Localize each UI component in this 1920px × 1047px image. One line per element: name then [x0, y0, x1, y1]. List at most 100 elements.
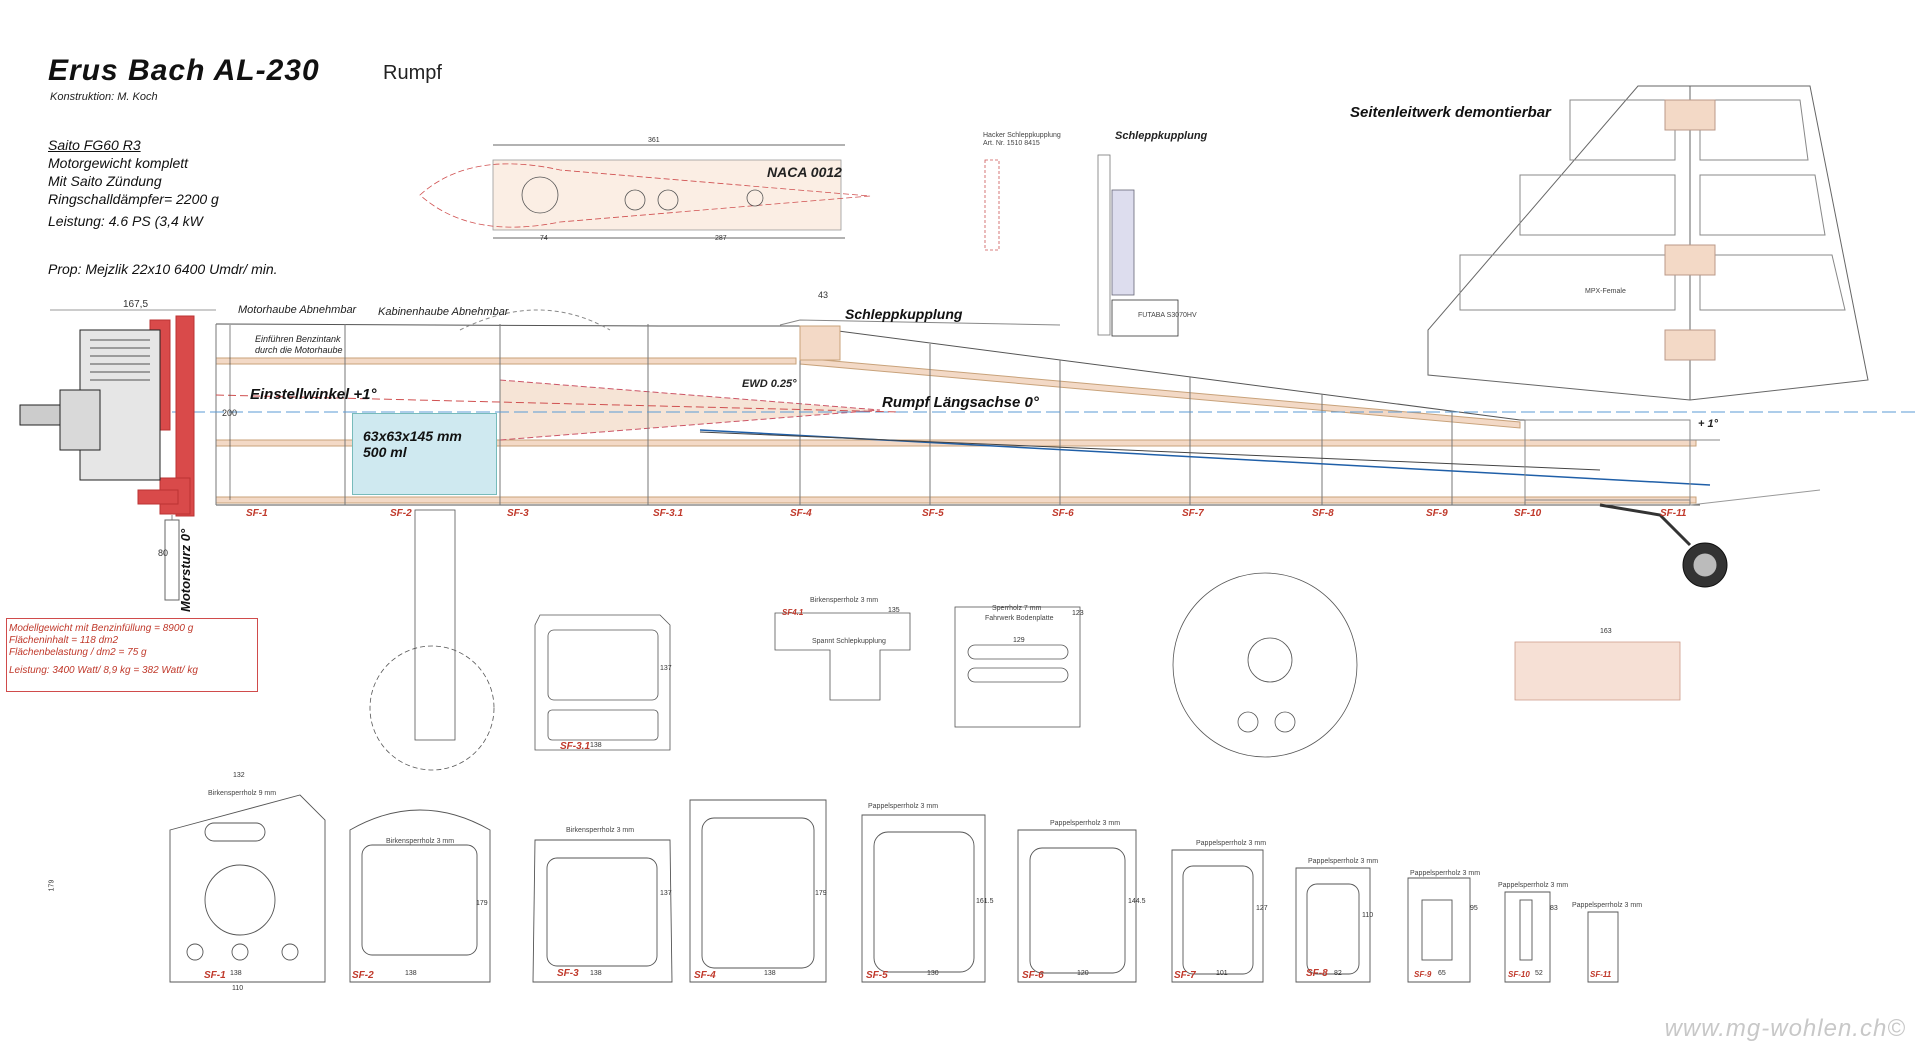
dim-74: 74 — [540, 235, 548, 242]
tail-section — [1524, 419, 1691, 501]
pushrod-2 — [699, 431, 1601, 471]
bottom-formers — [169, 794, 1619, 983]
former-sf5-width: 130 — [927, 970, 939, 977]
former-sf2-height: 179 — [476, 900, 488, 907]
prop-blade-bottom — [164, 519, 180, 601]
cowl-label: Motorhaube Abnehmbar — [238, 304, 357, 316]
naca-label: NACA 0012 — [767, 164, 842, 180]
part-round-former — [1172, 572, 1358, 758]
part-sf31 — [534, 614, 671, 751]
gear-plate-material: Sperrholz 7 mm — [992, 605, 1042, 612]
station-sf6: SF-6 — [1052, 508, 1074, 519]
firewall — [175, 315, 195, 517]
former-sf9-height: 95 — [1470, 905, 1478, 912]
rudder-bottom-line — [1689, 489, 1821, 506]
engine-spec-4: Ringschalldämpfer= 2200 g — [48, 191, 219, 207]
crankcase — [59, 389, 101, 451]
incidence-label: Einstellwinkel +1° — [250, 386, 377, 403]
plus-one-label: + 1° — [1698, 418, 1718, 430]
former-sf3-height: 137 — [660, 890, 672, 897]
prop-hub — [19, 404, 61, 426]
former-sf4-code: SF-4 — [694, 970, 716, 981]
former-sf10 — [1504, 891, 1551, 983]
former-sf10-code: SF-10 — [1508, 970, 1530, 979]
gear-plate-note: Fahrwerk Bodenplatte — [985, 615, 1054, 622]
engine-spec-5: Leistung: 4.6 PS (3,4 kW — [48, 213, 203, 229]
part-gear-plate — [954, 606, 1081, 728]
prop-spec: Prop: Mejzlik 22x10 6400 Umdr/ min. — [48, 261, 278, 277]
station-sf3: SF-3 — [507, 508, 529, 519]
engine-spec-2: Motorgewicht komplett — [48, 155, 189, 171]
fin-fairing — [779, 319, 1061, 326]
former-sf11 — [1587, 911, 1619, 983]
former-sf8 — [1295, 867, 1371, 983]
station-sf31: SF-3.1 — [653, 508, 684, 519]
station-sf11: SF-11 — [1660, 508, 1687, 519]
former-sf1-code: SF-1 — [204, 970, 226, 981]
former-sf10-material: Pappelsperrholz 3 mm — [1498, 882, 1569, 889]
tailwheel-strut — [1599, 503, 1692, 547]
part-sf41-material: Birkensperrholz 3 mm — [810, 597, 879, 604]
former-sf8-height: 110 — [1362, 912, 1374, 919]
part-sf41-width: 135 — [888, 607, 900, 614]
former-sf11-material: Pappelsperrholz 3 mm — [1572, 902, 1643, 909]
former-sf5-code: SF-5 — [866, 970, 888, 981]
former-sf7-material: Pappelsperrholz 3 mm — [1196, 840, 1267, 847]
wheel-outline — [369, 645, 495, 771]
section-label: Rumpf — [383, 62, 442, 84]
canopy-outline — [459, 309, 611, 331]
former-sf6-code: SF-6 — [1022, 970, 1044, 981]
tank-note-2: durch die Motorhaube — [255, 345, 343, 355]
prop-blade — [414, 509, 456, 741]
servo-label: FUTABA S3070HV — [1138, 312, 1197, 319]
tank-size: 63x63x145 mm — [363, 428, 462, 444]
weight-summary-box: Modellgewicht mit Benzinfüllung = 8900 g… — [6, 618, 258, 692]
former-sf9-width: 65 — [1438, 970, 1446, 977]
weight-line-3: Flächenbelastung / dm2 = 75 g — [9, 647, 147, 658]
fin-bay-5 — [1459, 254, 1676, 311]
former-sf9-material: Pappelsperrholz 3 mm — [1410, 870, 1481, 877]
stringer-top-rear — [799, 357, 1521, 429]
former-sf9 — [1407, 877, 1471, 983]
former-sf1-width: 138 — [230, 970, 242, 977]
naca-rib-drawing — [419, 144, 871, 239]
mpx-label: MPX-Female — [1585, 288, 1626, 295]
station-sf8: SF-8 — [1312, 508, 1334, 519]
watermark: www.mg-wohlen.ch© — [1664, 1015, 1906, 1042]
station-sf1: SF-1 — [246, 508, 268, 519]
fuselage-side-view — [20, 309, 1920, 588]
former-sf7-code: SF-7 — [1174, 970, 1196, 981]
part-sf31-code: SF-3.1 — [560, 741, 591, 752]
dim-80: 80 — [158, 548, 169, 558]
former-sf2 — [349, 809, 491, 983]
fuel-tank: 63x63x145 mm 500 ml — [352, 413, 497, 495]
fin-label: Seitenleitwerk demontierbar — [1350, 104, 1551, 121]
former-sf4 — [689, 799, 827, 983]
former-sf1-bottom: 110 — [232, 985, 244, 992]
former-sf7-height: 127 — [1256, 905, 1268, 912]
dim-163: 163 — [1600, 628, 1612, 635]
former-sf7-width: 101 — [1216, 970, 1228, 977]
former-sf3-width: 138 — [590, 970, 602, 977]
former-sf5-height: 161.5 — [976, 898, 994, 905]
fin-bay-2 — [1699, 99, 1809, 161]
stringer-top — [215, 357, 797, 365]
incidence-line — [215, 394, 901, 413]
part-sf41 — [774, 612, 911, 701]
tow-hook-detail — [984, 154, 1179, 337]
axis-label: Rumpf Längsachse 0° — [882, 394, 1039, 411]
tow-hook-detail-label: Schleppkupplung — [1115, 130, 1208, 142]
dim-43: 43 — [818, 290, 829, 300]
station-sf10: SF-10 — [1514, 508, 1542, 519]
former-sf11-code: SF-11 — [1590, 970, 1612, 979]
former-sf5 — [861, 814, 986, 983]
fin-bay-6 — [1699, 254, 1846, 311]
fin-bay-1 — [1569, 99, 1676, 161]
former-sf3-code: SF-3 — [557, 968, 579, 979]
thrust-angle-label: Motorsturz 0° — [178, 528, 193, 612]
former-sf9-code: SF-9 — [1414, 970, 1432, 979]
dim-167: 167,5 — [123, 299, 149, 310]
former-sf6-height: 144.5 — [1128, 898, 1146, 905]
fin-drawing — [1427, 85, 1869, 401]
